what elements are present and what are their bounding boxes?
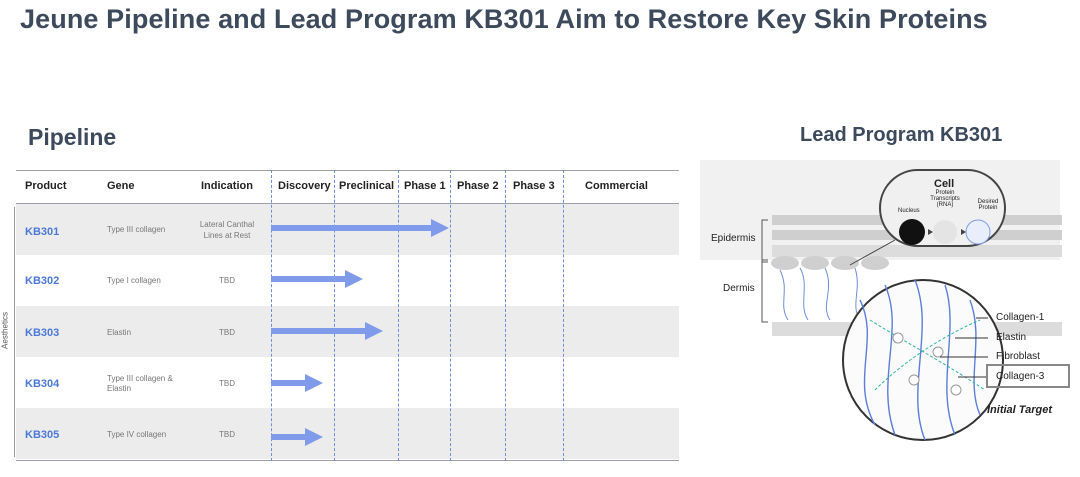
col-header-product: Product — [25, 180, 67, 192]
indication: TBD — [219, 276, 235, 285]
col-header-phase3: Phase 3 — [513, 180, 555, 192]
col-header-gene: Gene — [107, 180, 135, 192]
progress-arrow-kb302 — [271, 270, 363, 288]
cell-title: Cell — [934, 178, 955, 190]
product-name[interactable]: KB301 — [25, 226, 60, 238]
initial-target-label: Initial Target — [987, 404, 1052, 416]
gene-name: Elastin — [107, 328, 132, 337]
col-header-phase1: Phase 1 — [404, 180, 446, 192]
product-name[interactable]: KB302 — [25, 275, 60, 287]
stage-divider — [334, 170, 335, 461]
fibroblast-label: Fibroblast — [996, 351, 1040, 362]
table-row: KB304 Type III collagen & Elastin TBD — [16, 357, 679, 408]
col-header-indication: Indication — [201, 180, 253, 192]
gene-name: Type III collagen & Elastin — [107, 374, 173, 393]
progress-arrow-kb305 — [271, 428, 323, 446]
product-name[interactable]: KB303 — [25, 327, 60, 339]
stage-divider — [505, 170, 506, 461]
collagen3-highlight-box — [986, 364, 1070, 388]
aesthetics-bracket — [14, 207, 15, 457]
skin-diagram — [700, 160, 1062, 441]
elastin-label: Elastin — [996, 332, 1027, 343]
col-header-commercial: Commercial — [585, 180, 648, 192]
rna-label: Protein Transcripts (RNA) — [930, 190, 960, 208]
stage-divider — [398, 170, 399, 461]
stage-divider — [563, 170, 564, 461]
page-title: Jeune Pipeline and Lead Program KB301 Ai… — [20, 4, 988, 34]
collagen3-label: Collagen-3 — [996, 371, 1045, 382]
protein-label: Desired Protein — [977, 199, 999, 211]
table-row: KB302 Type I collagen TBD — [16, 255, 679, 306]
col-header-preclinical: Preclinical — [339, 180, 395, 192]
gene-name: Type IV collagen — [107, 430, 167, 439]
col-header-phase2: Phase 2 — [457, 180, 499, 192]
nucleus-label: Nucleus — [898, 208, 920, 214]
dermis-label: Dermis — [723, 283, 755, 294]
progress-arrow-kb304 — [271, 374, 323, 392]
pipeline-title: Pipeline — [28, 124, 117, 150]
indication: Lateral Canthal Lines at Rest — [199, 220, 255, 240]
progress-arrow-kb303 — [271, 322, 383, 340]
stage-divider — [450, 170, 451, 461]
indication: TBD — [219, 430, 235, 439]
col-header-discovery: Discovery — [278, 180, 331, 192]
epidermis-label: Epidermis — [711, 233, 756, 244]
pipeline-table: Product Gene Indication Discovery Precli… — [16, 170, 679, 461]
lead-program-title: Lead Program KB301 — [800, 124, 1003, 146]
product-name[interactable]: KB305 — [25, 429, 60, 441]
category-label: Aesthetics — [0, 312, 10, 349]
table-top-rule — [16, 170, 679, 171]
product-name[interactable]: KB304 — [25, 378, 60, 390]
indication: TBD — [219, 379, 235, 388]
header-bottom-rule — [16, 203, 679, 204]
table-row: KB305 Type IV collagen TBD — [16, 408, 679, 459]
collagen1-label: Collagen-1 — [996, 312, 1045, 323]
gene-name: Type III collagen — [107, 225, 166, 234]
stage-divider — [271, 170, 272, 461]
table-bottom-rule — [16, 460, 679, 461]
progress-arrow-kb301 — [271, 219, 449, 237]
gene-name: Type I collagen — [107, 276, 161, 285]
indication: TBD — [219, 328, 235, 337]
